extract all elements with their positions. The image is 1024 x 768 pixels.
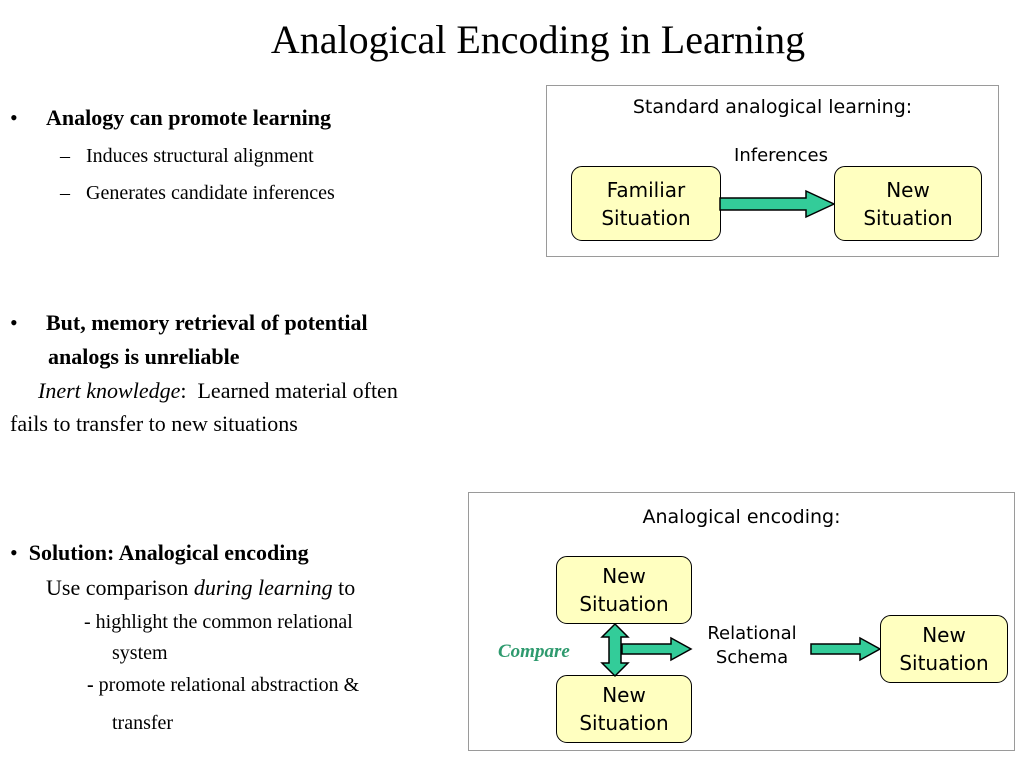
inert-rest: Learned material often (186, 378, 398, 403)
highlight-item-line1: - highlight the common relational (84, 611, 353, 633)
slide-title: Analogical Encoding in Learning (270, 17, 806, 62)
analogical-encoding-title: Analogical encoding: (642, 506, 841, 528)
promote-item-line1: - promote relational abstraction & (87, 670, 359, 700)
promote-item-line2: transfer (112, 712, 174, 734)
new-situation-c-line2: Situation (899, 651, 989, 675)
sub-dash: – (60, 145, 70, 167)
new-situation-b-line1: New (602, 683, 646, 707)
promote-text: promote relational abstraction & (93, 674, 360, 696)
relational-schema-line2: Schema (715, 647, 789, 668)
standard-learning-panel: Standard analogical learning: Inferences… (546, 85, 999, 257)
bullet-dot: • (10, 310, 18, 335)
new-situation-line2: Situation (863, 205, 953, 230)
inert-knowledge-term: Inert knowledge (38, 378, 181, 403)
bullet-dot: • (10, 105, 18, 130)
new-situation-b-line2: Situation (579, 711, 669, 735)
schema-arrow (621, 636, 693, 662)
new-situation-node-top: New Situation (834, 166, 982, 241)
sub-candidate-inferences-text: Generates candidate inferences (86, 182, 335, 204)
promote-dash: - (87, 674, 94, 696)
new-situation-c-line1: New (922, 623, 966, 647)
compare-label: Compare (498, 641, 570, 662)
transfer-arrow (810, 636, 882, 662)
sub-structural-alignment: –Induces structural alignment (60, 142, 314, 170)
inert-colon: : (180, 378, 187, 403)
analogical-encoding-panel: Analogical encoding: New Situation New S… (468, 492, 1015, 751)
new-situation-a-line2: Situation (579, 592, 669, 616)
use-comparison-line: Use comparison during learning to (46, 572, 355, 604)
bullet-memory-line1: But, memory retrieval of potential (46, 310, 368, 335)
familiar-situation-node: Familiar Situation (571, 166, 721, 241)
standard-learning-title: Standard analogical learning: (632, 96, 913, 118)
new-situation-a-line1: New (602, 564, 646, 588)
relational-schema-line1: Relational (707, 623, 797, 644)
bullet-analogy: • Analogy can promote learning (10, 101, 331, 134)
relational-schema-label: Relational Schema (692, 622, 812, 670)
bullet-solution: • Solution: Analogical encoding (10, 536, 309, 569)
transfer-failure-line: fails to transfer to new situations (10, 411, 298, 436)
inferences-label: Inferences (734, 145, 828, 166)
sub-structural-alignment-text: Induces structural alignment (86, 145, 314, 167)
sub-dash: – (60, 182, 70, 204)
bullet-memory-retrieval: • But, memory retrieval of potential (10, 306, 368, 339)
familiar-situation-line1: Familiar (606, 177, 686, 202)
bullet-dot: • (10, 540, 18, 565)
compare-double-arrow (600, 622, 630, 678)
new-situation-node-b: New Situation (556, 675, 692, 743)
familiar-situation-line2: Situation (601, 205, 691, 230)
use-comparison-post: to (332, 575, 356, 600)
use-comparison-pre: Use comparison (46, 575, 194, 600)
sub-candidate-inferences: –Generates candidate inferences (60, 179, 335, 207)
highlight-item-line2: system (112, 642, 168, 664)
new-situation-node-a: New Situation (556, 556, 692, 624)
new-situation-line1: New (886, 177, 930, 202)
new-situation-node-c: New Situation (880, 615, 1008, 683)
inferences-arrow (719, 189, 836, 219)
bullet-solution-text: Solution: Analogical encoding (28, 540, 309, 565)
inert-knowledge-line: Inert knowledge: Learned material often (38, 375, 398, 407)
during-learning-term: during learning (193, 575, 333, 600)
bullet-memory-line2: analogs is unreliable (48, 344, 240, 369)
bullet-analogy-text: Analogy can promote learning (46, 105, 331, 130)
